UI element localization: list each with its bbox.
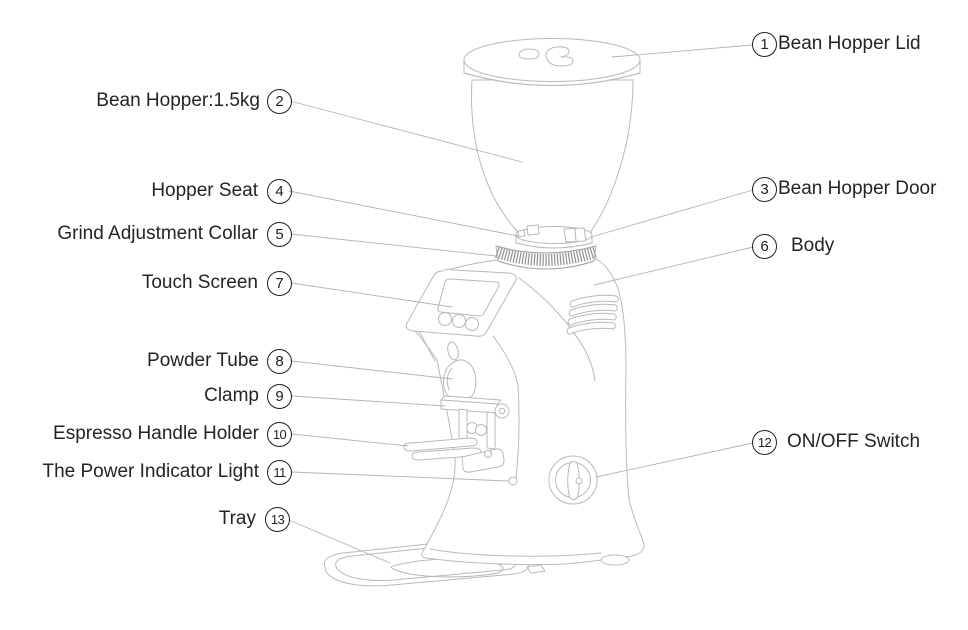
label-text: Body (791, 235, 835, 256)
vents-drawing (566, 294, 619, 335)
clamp-drawing (440, 395, 510, 436)
circled-number: 13 (265, 506, 290, 532)
label-text: Powder Tube (147, 350, 259, 371)
label-text: Bean Hopper Lid (778, 33, 921, 54)
bean-hopper-door-drawing (563, 227, 587, 243)
bean-hopper-lid-drawing (463, 38, 641, 86)
label-powder-tube: Powder Tube 8 (147, 348, 292, 374)
circled-number: 12 (752, 429, 777, 455)
label-clamp: Clamp 9 (204, 383, 292, 409)
label-text: Touch Screen (141, 272, 258, 293)
circled-number: 6 (752, 233, 777, 259)
label-bean-hopper: Bean Hopper:1.5kg 2 (96, 88, 292, 114)
label-body: 6 Body (752, 233, 834, 259)
label-text: Grind Adjustment Collar (57, 223, 258, 244)
label-tray: Tray 13 (219, 506, 290, 532)
circled-number: 2 (267, 88, 292, 114)
circled-number: 10 (267, 421, 292, 447)
switch-drawing (548, 455, 598, 505)
label-text: Hopper Seat (151, 180, 258, 201)
label-hopper-seat: Hopper Seat 4 (151, 178, 292, 204)
leader-lines (288, 44, 754, 564)
label-text: Espresso Handle Holder (53, 423, 259, 444)
circled-number: 3 (752, 176, 777, 202)
circled-number: 4 (267, 178, 292, 204)
bean-hopper-drawing (471, 79, 634, 242)
hopper-seat-drawing (515, 224, 593, 249)
powder-tube-drawing (443, 341, 477, 400)
circled-number: 8 (267, 348, 292, 374)
label-text: Bean Hopper:1.5kg (96, 90, 260, 111)
label-text: Clamp (204, 385, 259, 406)
label-bean-hopper-lid: 1 Bean Hopper Lid (752, 31, 921, 57)
label-grind-adjustment-collar: Grind Adjustment Collar 5 (57, 221, 292, 247)
label-power-indicator-light: The Power Indicator Light 11 (42, 459, 292, 485)
label-text: The Power Indicator Light (42, 461, 259, 482)
label-espresso-handle-holder: Espresso Handle Holder 10 (53, 421, 292, 447)
touch-screen-drawing (405, 268, 517, 337)
circled-number: 5 (267, 221, 292, 247)
label-text: Bean Hopper Door (778, 178, 937, 199)
label-bean-hopper-door: 3 Bean Hopper Door (752, 176, 936, 202)
power-light-drawing (508, 476, 518, 486)
label-touch-screen: Touch Screen 7 (142, 270, 292, 296)
label-on-off-switch: 12 ON/OFF Switch (752, 429, 920, 455)
grind-collar-drawing (495, 245, 597, 270)
circled-number: 9 (267, 383, 292, 409)
circled-number: 7 (267, 270, 292, 296)
handle-holder-drawing (403, 408, 505, 473)
circled-number: 11 (267, 459, 292, 485)
label-text: ON/OFF Switch (787, 431, 921, 452)
label-text: Tray (218, 508, 256, 529)
circled-number: 1 (752, 31, 777, 57)
